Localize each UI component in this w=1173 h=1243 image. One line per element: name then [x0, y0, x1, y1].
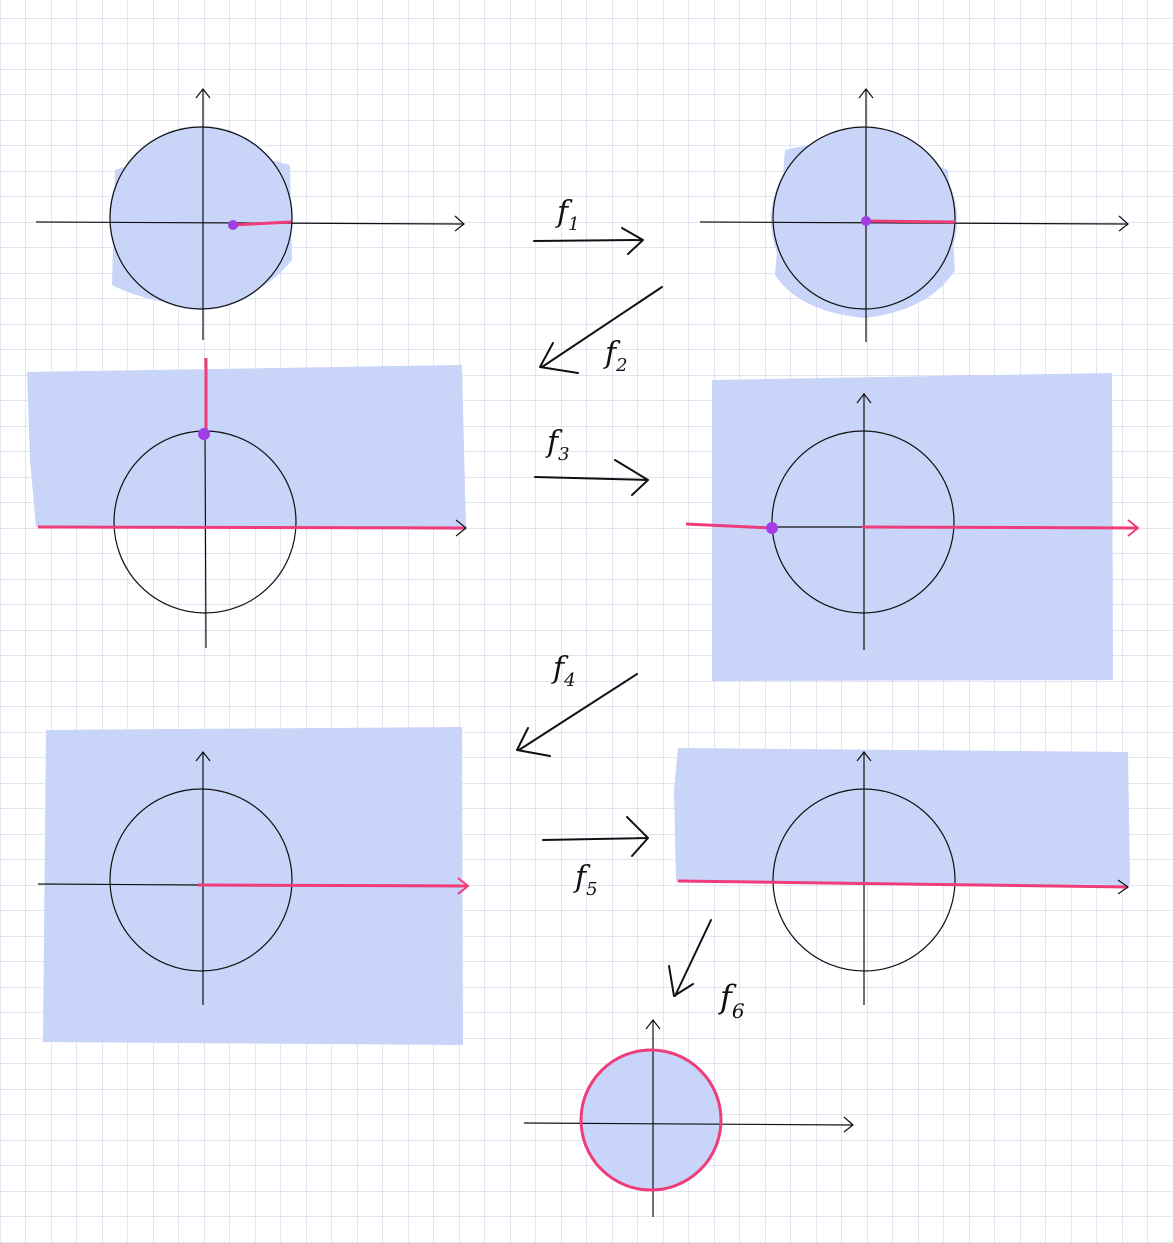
panel-6-x-arrowhead [1117, 879, 1130, 895]
panel-2-slit-disk [699, 88, 1129, 342]
panel-6-y-arrowhead [856, 751, 872, 762]
panel-7-shaded-disk [581, 1050, 721, 1190]
panel-6-half-plane [674, 748, 1130, 1005]
panel-2-y-arrowhead [858, 88, 874, 99]
panel-4-point [766, 522, 778, 534]
panel-7-x-arrowhead [843, 1116, 854, 1133]
panel-3-shaded-region [27, 365, 466, 530]
panel-1-unit-circle [109, 126, 293, 310]
panel-3-real-axis [37, 525, 467, 530]
arrow-f4 [516, 673, 638, 757]
panel-7-x-axis [523, 1122, 853, 1126]
panel-5-x-arrowhead [457, 877, 470, 895]
panel-1-point [228, 220, 238, 230]
panel-4-x-arrowhead [1127, 519, 1140, 537]
arrow-f2 [539, 286, 663, 374]
panel-1-x-arrowhead [454, 215, 465, 232]
panel-1-slit [232, 220, 292, 227]
panel-2-unit-circle [772, 126, 956, 310]
panel-5-x-axis [37, 883, 201, 886]
panel-5-unit-circle [109, 788, 293, 972]
panel-7-y-arrowhead [645, 1019, 661, 1030]
arrow-f5 [542, 816, 649, 857]
map-arrows [516, 227, 712, 997]
panel-2-slit [865, 219, 956, 224]
panel-5-slit [197, 883, 469, 888]
panel-3-slit-half-plane [27, 358, 467, 649]
panel-4-left-slit [685, 522, 773, 530]
panel-2-x-arrowhead [1118, 215, 1129, 232]
arrow-f1 [533, 227, 644, 255]
panel-4-y-arrowhead [856, 393, 872, 404]
panel-6-real-axis [677, 879, 1129, 889]
panel-4-right-slit [861, 525, 1139, 530]
panel-3-point [198, 428, 210, 440]
panel-3-x-arrowhead [455, 519, 467, 537]
panel-1-y-arrowhead [195, 88, 211, 99]
arrow-f6 [668, 919, 712, 997]
panel-6-shaded-region [674, 748, 1130, 885]
panel-3-y-axis [204, 429, 207, 649]
arrow-f3 [534, 459, 649, 496]
panel-2-point [861, 216, 871, 226]
panel-1-shaded-circle [109, 126, 293, 310]
panel-7-boundary-circle [579, 1048, 723, 1192]
panel-7-unit-disk [523, 1019, 854, 1217]
panel-5-slit-plane [37, 727, 470, 1045]
panel-5-y-arrowhead [195, 751, 211, 762]
panel-1-slit-disk [35, 88, 465, 340]
panel-4-slit-plane [685, 373, 1140, 681]
